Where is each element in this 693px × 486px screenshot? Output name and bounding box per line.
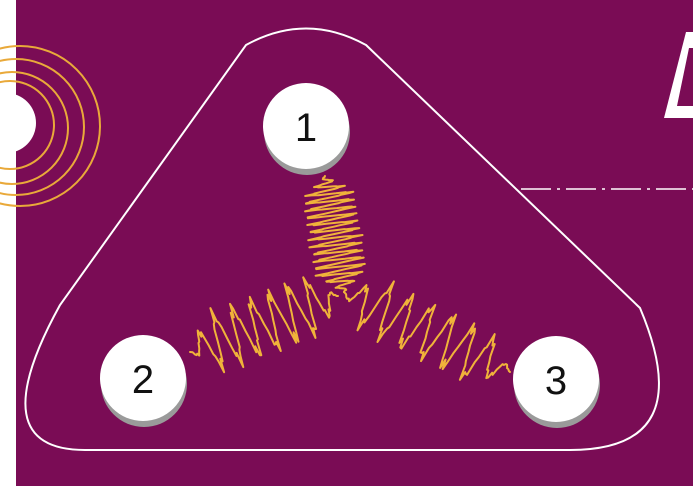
triangle-outline xyxy=(24,27,660,451)
spring-node-2 xyxy=(189,276,339,374)
node-3-label: 3 xyxy=(545,359,567,403)
node-1: 1 xyxy=(263,83,350,175)
spring-node-3 xyxy=(343,280,511,381)
node-2-circle xyxy=(100,335,186,421)
node-2: 2 xyxy=(100,335,187,427)
concentric-arcs xyxy=(0,45,101,207)
partial-white-node xyxy=(0,93,36,153)
node-2-label: 2 xyxy=(132,358,154,402)
corner-glyph-fragment xyxy=(664,32,693,118)
spring-node-1 xyxy=(304,175,366,293)
node-3-circle xyxy=(513,336,599,422)
node-1-label: 1 xyxy=(295,106,317,150)
springs xyxy=(189,175,511,381)
node-1-circle xyxy=(263,83,349,169)
node-3: 3 xyxy=(513,336,600,428)
